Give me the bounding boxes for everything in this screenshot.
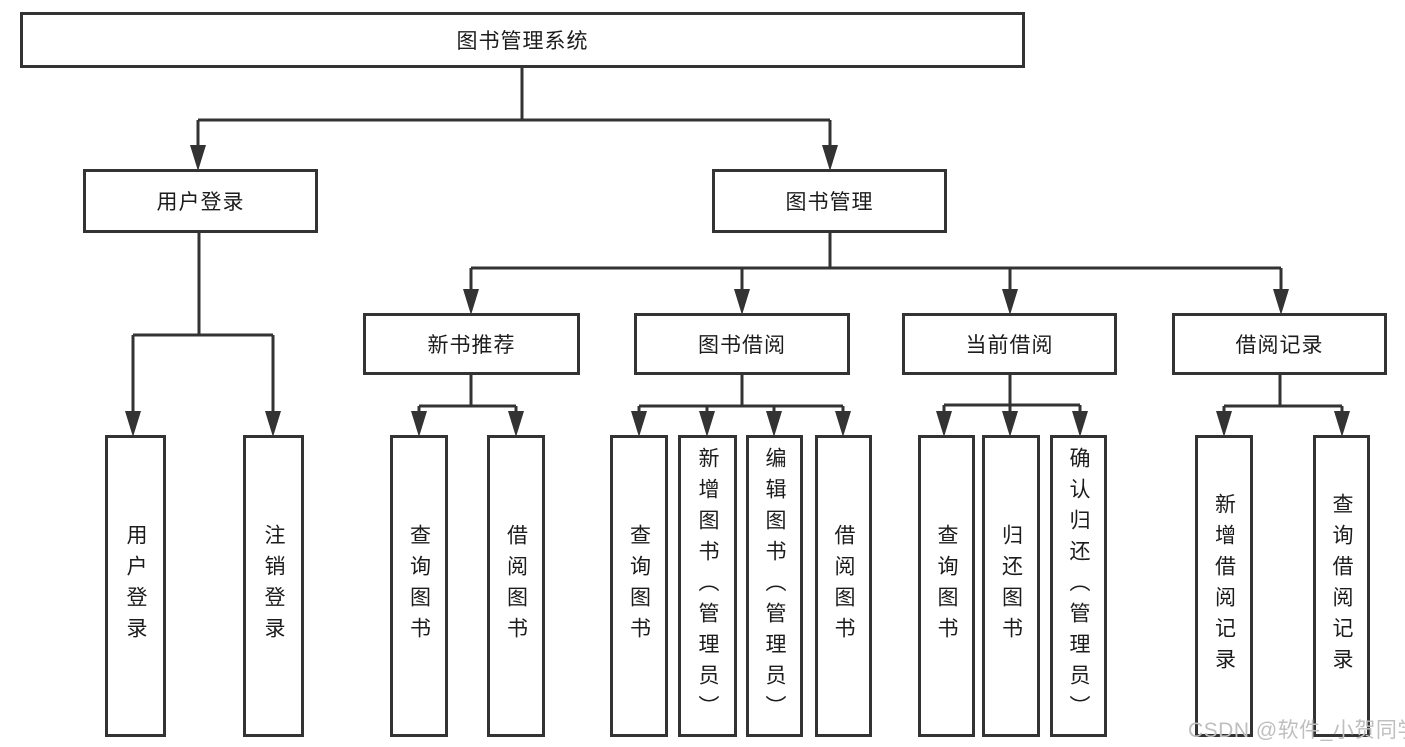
leaf-query-books-current-label: 查询图书 (935, 524, 958, 648)
leaf-query-books-current: 查询图书 (918, 435, 975, 737)
leaf-query-borrow-record: 查询借阅记录 (1313, 435, 1370, 737)
node-book-borrow: 图书借阅 (634, 313, 850, 375)
leaf-add-book-admin: 新增图书（管理员） (678, 435, 737, 737)
leaf-borrow-books-recommend-label: 借阅图书 (504, 524, 528, 648)
node-book-borrow-label: 图书借阅 (698, 334, 786, 357)
leaf-query-borrow-record-label: 查询借阅记录 (1330, 493, 1353, 679)
leaf-add-book-admin-label: 新增图书（管理员） (696, 446, 719, 726)
leaf-return-book-label: 归还图书 (999, 524, 1023, 648)
leaf-user-login-label: 用户登录 (124, 524, 147, 648)
leaf-edit-book-admin-label: 编辑图书（管理员） (763, 446, 786, 726)
node-current-borrow: 当前借阅 (902, 313, 1117, 375)
node-root: 图书管理系统 (20, 12, 1025, 68)
leaf-add-borrow-record-label: 新增借阅记录 (1212, 493, 1236, 679)
leaf-borrow-books: 借阅图书 (815, 435, 872, 737)
node-borrow-records-label: 借阅记录 (1235, 334, 1324, 357)
node-current-borrow-label: 当前借阅 (965, 334, 1054, 357)
csdn-watermark: CSDN @软件_小贺同学 (1188, 719, 1405, 742)
node-new-book-recommend-label: 新书推荐 (427, 334, 516, 357)
leaf-borrow-books-recommend: 借阅图书 (487, 435, 545, 737)
leaf-logout-label: 注销登录 (262, 524, 285, 648)
leaf-query-books-borrow: 查询图书 (610, 435, 668, 737)
leaf-edit-book-admin: 编辑图书（管理员） (746, 435, 803, 737)
leaf-add-borrow-record: 新增借阅记录 (1195, 435, 1253, 737)
leaf-query-books-borrow-label: 查询图书 (627, 524, 651, 648)
leaf-logout: 注销登录 (243, 435, 304, 737)
node-root-label: 图书管理系统 (456, 30, 589, 53)
leaf-query-books-recommend-label: 查询图书 (407, 524, 431, 648)
leaf-user-login: 用户登录 (105, 435, 166, 737)
node-user-login: 用户登录 (83, 169, 318, 233)
leaf-confirm-return-admin-label: 确认归还（管理员） (1067, 446, 1090, 726)
leaf-confirm-return-admin: 确认归还（管理员） (1050, 435, 1107, 737)
node-borrow-records: 借阅记录 (1172, 313, 1387, 375)
leaf-borrow-books-label: 借阅图书 (832, 524, 855, 648)
node-new-book-recommend: 新书推荐 (363, 313, 580, 375)
leaf-query-books-recommend: 查询图书 (390, 435, 448, 737)
node-user-login-label: 用户登录 (156, 191, 245, 214)
leaf-return-book: 归还图书 (982, 435, 1040, 737)
node-book-management-label: 图书管理 (785, 191, 874, 214)
node-book-management: 图书管理 (712, 169, 947, 233)
